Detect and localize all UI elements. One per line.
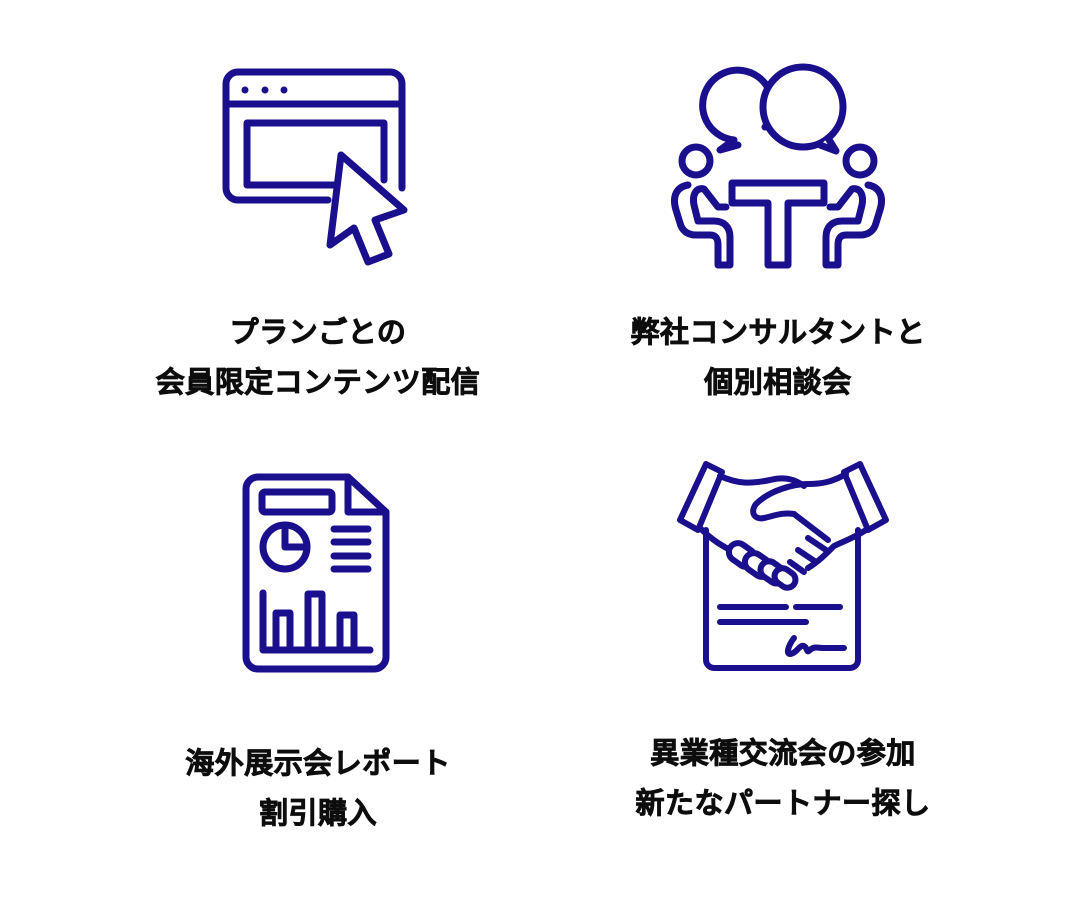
feature-label-line-1: プランごとの xyxy=(229,315,407,350)
feature-label-line-1: 異業種交流会の参加 xyxy=(650,736,916,771)
feature-label: 弊社コンサルタントと 個別相談会 xyxy=(630,307,925,407)
feature-label-line-1: 弊社コンサルタントと xyxy=(630,315,926,350)
feature-label-line-2: 個別相談会 xyxy=(704,365,852,400)
feature-label-line-2: 新たなパートナー探し xyxy=(635,786,931,821)
feature-networking: 異業種交流会の参加 新たなパートナー探し xyxy=(563,450,1003,828)
report-document-icon xyxy=(228,460,408,690)
feature-label: 異業種交流会の参加 新たなパートナー探し xyxy=(635,728,930,828)
feature-consultation: 弊社コンサルタントと 個別相談会 xyxy=(558,55,998,407)
feature-member-content: プランごとの 会員限定コンテンツ配信 xyxy=(98,60,538,407)
browser-cursor-icon xyxy=(208,60,428,280)
feature-label-line-2: 会員限定コンテンツ配信 xyxy=(155,365,481,400)
feature-label: 海外展示会レポート 割引購入 xyxy=(185,738,451,838)
consultation-meeting-icon xyxy=(658,55,898,285)
handshake-contract-icon xyxy=(658,450,908,690)
feature-exhibition-report: 海外展示会レポート 割引購入 xyxy=(98,460,538,838)
feature-label-line-1: 海外展示会レポート xyxy=(185,746,451,781)
feature-label-line-2: 割引購入 xyxy=(258,796,377,831)
feature-label: プランごとの 会員限定コンテンツ配信 xyxy=(155,307,481,407)
